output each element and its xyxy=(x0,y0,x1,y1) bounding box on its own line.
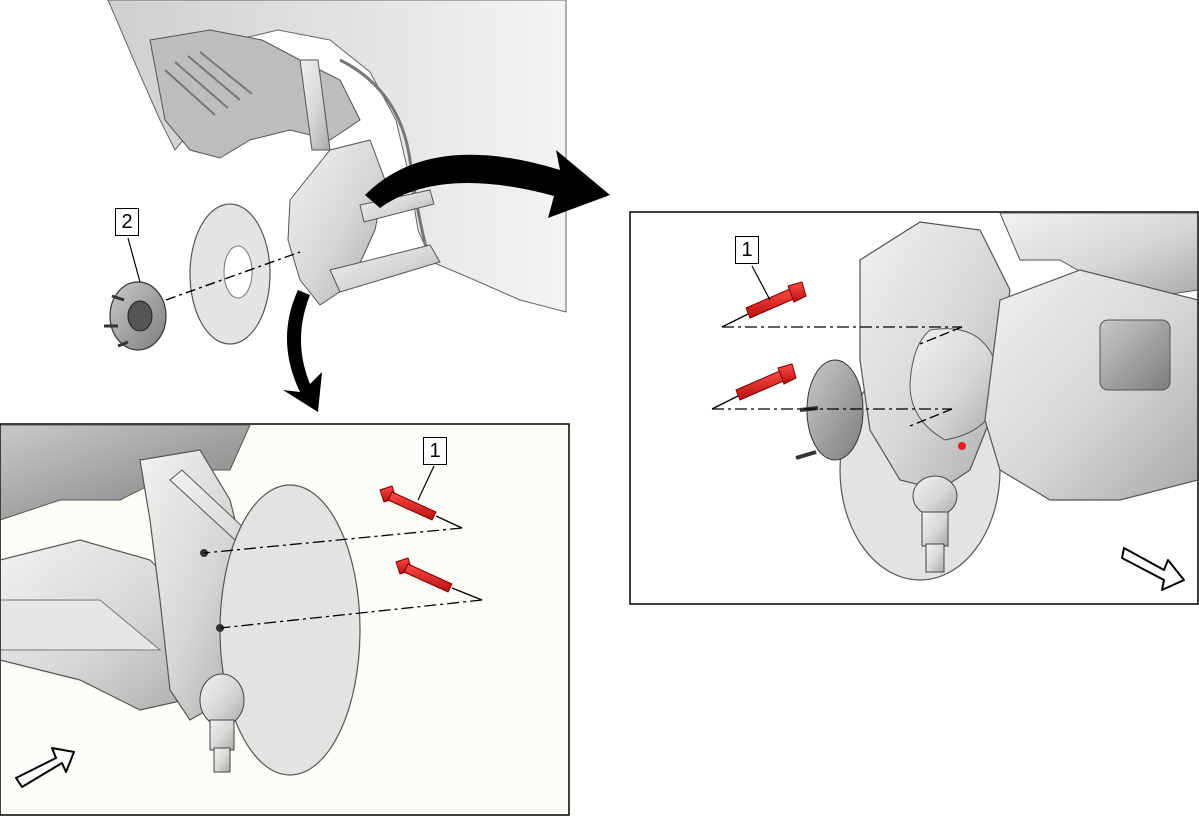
vehicle-overview xyxy=(104,0,567,351)
fender-lip xyxy=(339,58,432,263)
detail-view-front-bolts xyxy=(0,423,570,816)
bolt-alignment-line xyxy=(219,599,483,629)
curved-arrow-icon xyxy=(365,150,610,218)
steering-knuckle xyxy=(287,139,386,306)
fender-body xyxy=(107,0,567,313)
bolt-alignment-line xyxy=(203,527,463,554)
wheel-hub xyxy=(104,281,167,351)
ball-joint xyxy=(912,475,958,573)
direction-arrow-icon xyxy=(1121,547,1185,591)
hub-alignment-line xyxy=(165,251,301,301)
direction-arrow-icon xyxy=(15,747,75,788)
knuckle-bolt xyxy=(379,485,437,521)
detail-view-rear-bolts xyxy=(629,211,1199,605)
knuckle-bolt xyxy=(735,363,797,401)
cv-joint xyxy=(909,328,1001,441)
knuckle-bolt xyxy=(745,281,807,319)
brake-disc xyxy=(219,484,361,776)
dust-shield-hole xyxy=(223,245,253,299)
lower-arm xyxy=(329,244,441,293)
hub-leader xyxy=(127,237,141,283)
wheel-arch-liner xyxy=(149,29,361,159)
callout-bolt-bottom: 1 xyxy=(423,437,447,465)
knuckle-bolt xyxy=(395,557,453,593)
callout-hub: 2 xyxy=(115,208,139,236)
callout-bolt-right: 1 xyxy=(735,236,759,264)
ball-joint xyxy=(199,673,245,773)
curved-arrow-icon xyxy=(283,290,322,412)
liner-ribs xyxy=(164,51,253,116)
drive-shaft xyxy=(359,189,435,223)
